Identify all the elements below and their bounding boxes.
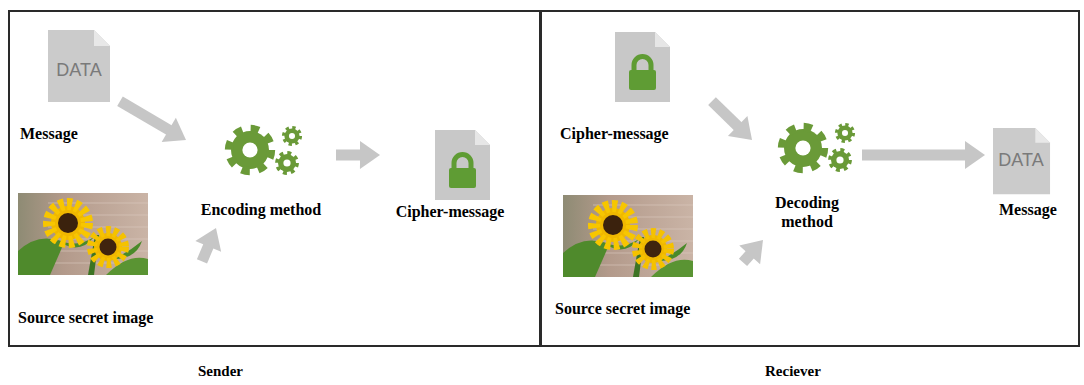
secret-image: Source secret image <box>553 192 743 320</box>
block-arrow <box>120 101 186 142</box>
arrow-head <box>195 228 221 252</box>
block-arrow <box>739 240 763 264</box>
panel-caption: Reciever <box>765 362 821 380</box>
node-label: Encoding method <box>201 200 321 219</box>
node-label: Cipher-message <box>396 202 505 221</box>
block-arrow <box>712 101 752 140</box>
node-label: Decoding method <box>757 193 857 231</box>
arrow-shaft <box>712 101 739 127</box>
gear-icon <box>830 150 850 170</box>
block-arrow <box>862 141 985 169</box>
node-label: Cipher-message <box>560 124 669 143</box>
arrow-head <box>360 141 380 169</box>
cipher-document: Cipher-message <box>556 28 712 146</box>
gear-icon <box>284 128 301 145</box>
block-arrow <box>336 141 380 169</box>
block-arrow <box>195 228 221 261</box>
sender-panel: SenderDATAMessageSource secret imageEnco… <box>8 10 541 347</box>
lock-document-icon <box>435 130 490 200</box>
arrow-head <box>965 141 985 169</box>
arrow-shaft <box>120 101 170 131</box>
arrow-head <box>728 116 752 140</box>
arrow-shaft <box>862 150 967 161</box>
arrow-head <box>162 118 186 142</box>
receiver-panel: RecieverCipher-messageSource secret imag… <box>540 10 1080 347</box>
lock-document-icon <box>615 32 670 102</box>
panel-caption: Sender <box>198 362 243 380</box>
gear-icon <box>229 129 271 171</box>
gear-icon <box>837 125 854 142</box>
arrow-head <box>739 240 763 264</box>
document-icon <box>48 30 110 102</box>
sunflower-image <box>18 193 148 275</box>
node-label: Message <box>999 200 1057 219</box>
gear-icon <box>277 153 297 173</box>
document-text: DATA <box>56 60 101 80</box>
message-document: DATA Message <box>985 128 1071 226</box>
decoding-process: Decoding method <box>752 115 862 240</box>
arrow-shaft <box>202 245 209 262</box>
node-label: Source secret image <box>555 299 690 318</box>
sunflower-image <box>563 195 693 277</box>
gear-icon <box>782 127 824 169</box>
message-document: DATA Message <box>16 28 120 146</box>
document-text: DATA <box>998 150 1043 170</box>
node-label: Message <box>20 124 78 143</box>
document-icon <box>993 128 1050 194</box>
cipher-document: Cipher-message <box>380 132 520 222</box>
encoding-process: Encoding method <box>186 118 336 228</box>
secret-image: Source secret image <box>16 192 202 328</box>
arrow-shaft <box>336 149 362 160</box>
node-label: Source secret image <box>18 308 153 327</box>
